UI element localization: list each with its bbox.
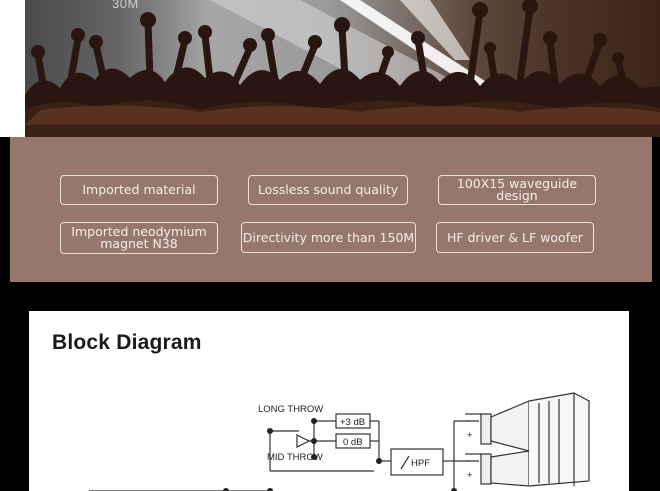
hf-horn	[490, 400, 530, 452]
crowd-bodies	[25, 100, 660, 137]
feature-badge-directivity: Directivity more than 150M	[241, 222, 416, 253]
hf-plus-sign: +	[467, 430, 473, 441]
mid-throw-label: MID THROW	[267, 452, 323, 463]
junction-dot	[376, 458, 382, 464]
feature-badge-imported-material: Imported material	[60, 175, 218, 205]
junction-dot	[451, 488, 457, 491]
hpf-box	[390, 448, 444, 476]
hpf-slope	[400, 455, 410, 470]
feature-badge-lossless-sound: Lossless sound quality	[248, 175, 408, 205]
banner-left-margin	[0, 0, 25, 137]
junction-dot	[311, 438, 317, 444]
concert-banner: 30M	[0, 0, 660, 137]
features-panel: Imported material Lossless sound quality…	[10, 137, 652, 282]
block-diagram-title: Block Diagram	[52, 331, 202, 354]
junction-dot	[311, 454, 317, 460]
feature-badge-hf-lf-driver: HF driver & LF woofer	[436, 222, 594, 253]
hpf-label: HPF	[411, 458, 430, 469]
crowd-glow	[25, 105, 660, 125]
block-diagram-card: Block Diagram	[29, 311, 629, 491]
lf-horn	[490, 450, 530, 487]
junction-dot	[223, 488, 229, 491]
junction-dot	[267, 428, 273, 434]
block-diagram-schematic: LONG THROW MID THROW +3 dB 0 dB HPF - + …	[89, 392, 590, 491]
raised-hands	[34, 4, 629, 99]
junction-dot	[311, 418, 317, 424]
amp-triangle	[296, 434, 311, 448]
hf-driver	[480, 413, 492, 445]
hands	[31, 0, 624, 64]
banner-caption: 30M	[112, 0, 139, 11]
lf-driver	[480, 453, 492, 485]
crowd-silhouette-image	[25, 0, 660, 137]
long-throw-label: LONG THROW	[258, 404, 323, 415]
lf-minus-sign: -	[467, 456, 470, 467]
gain-high-label: +3 dB	[340, 417, 365, 428]
hf-minus-sign: -	[467, 416, 470, 427]
feature-badge-waveguide: 100X15 waveguide design	[438, 175, 596, 205]
gain-low-label: 0 dB	[343, 437, 363, 448]
light-beam	[400, 0, 470, 60]
junction-dot	[267, 488, 273, 491]
lf-plus-sign: +	[467, 470, 473, 481]
feature-badge-neodymium-magnet: Imported neodymium magnet N38	[60, 222, 218, 254]
